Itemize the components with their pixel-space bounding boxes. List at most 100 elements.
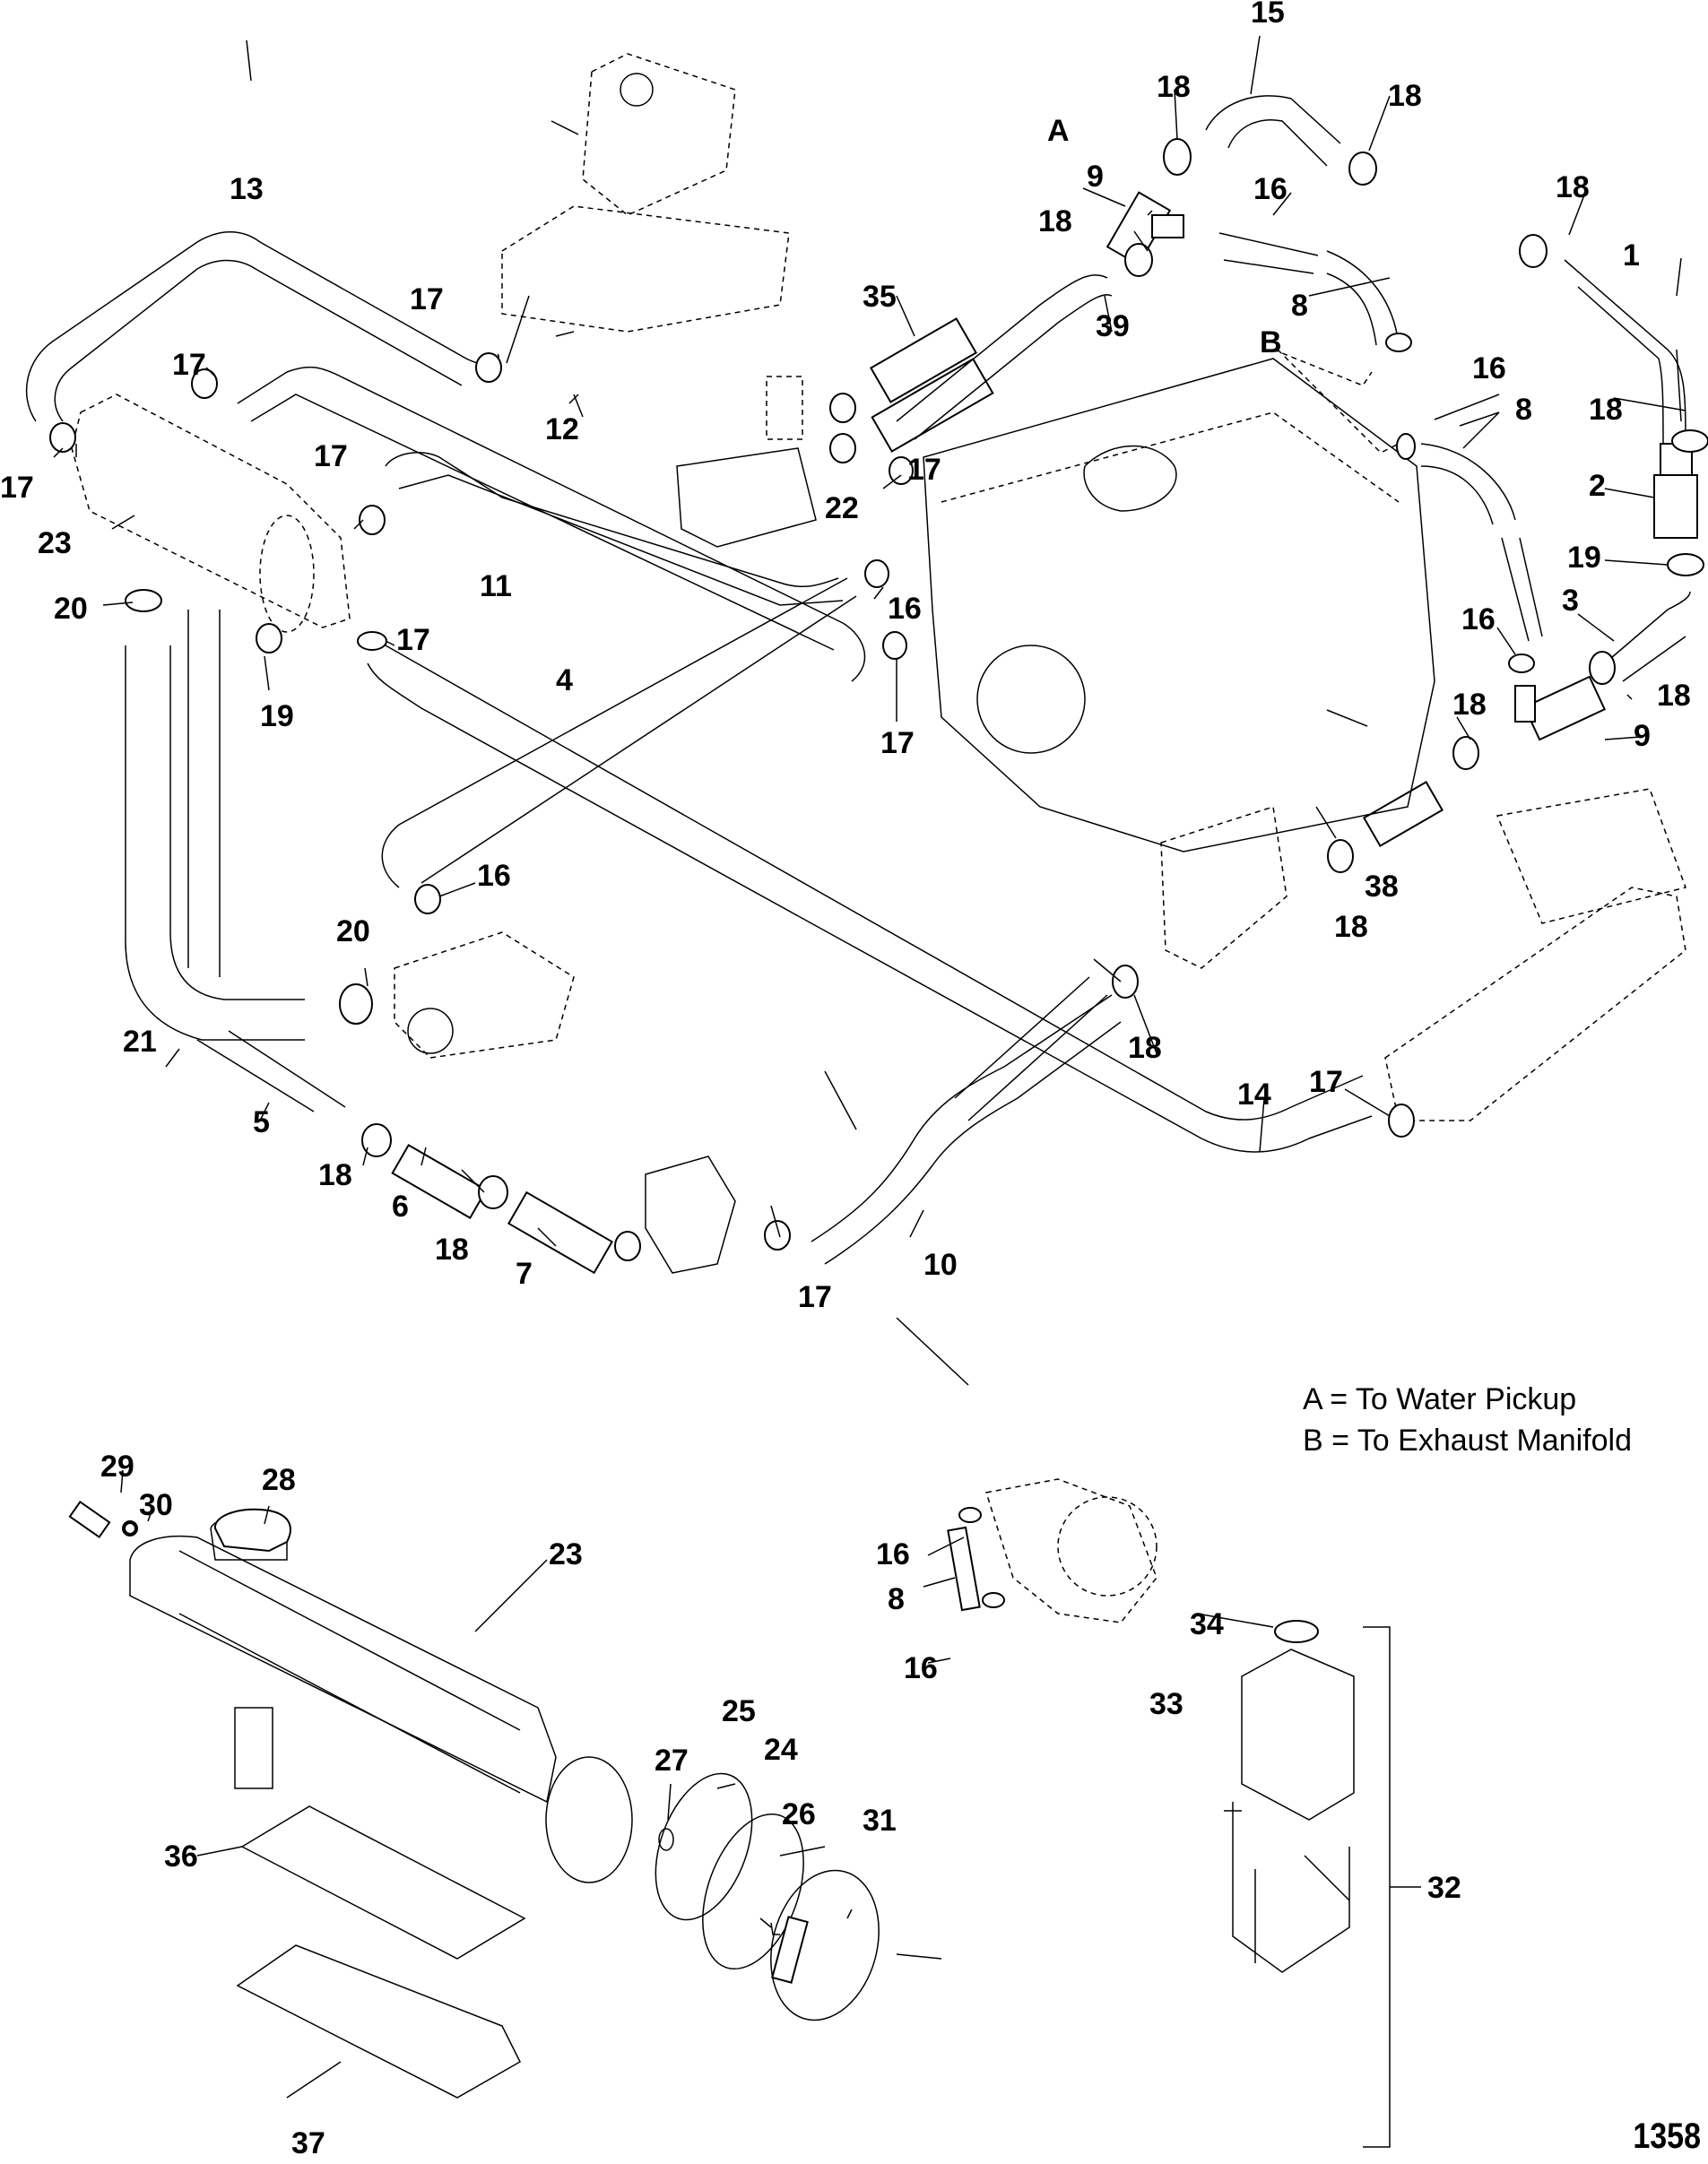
callout-18: 18 xyxy=(318,1158,352,1192)
callout-35: 35 xyxy=(863,280,897,314)
callout-16: 16 xyxy=(1461,602,1496,636)
callout-15: 15 xyxy=(1251,0,1285,30)
hose-21-inner xyxy=(169,645,305,1000)
callout-17: 17 xyxy=(172,348,206,382)
callout-18: 18 xyxy=(1038,204,1072,238)
hose-5 xyxy=(196,1030,346,1112)
clamp xyxy=(764,1220,791,1251)
exhaust-elbow-right xyxy=(1160,806,1288,969)
callout-8: 8 xyxy=(1291,289,1308,323)
callout-2: 2 xyxy=(1589,469,1606,503)
callout-31: 31 xyxy=(863,1804,897,1838)
coolant-reservoir-33 xyxy=(1241,1649,1355,1821)
callout-22: 22 xyxy=(825,491,859,525)
pulley-inset xyxy=(1057,1496,1157,1597)
hose-13 xyxy=(25,231,499,422)
hose-35 xyxy=(870,317,977,403)
fitting-2 xyxy=(1653,443,1698,539)
callout-20: 20 xyxy=(54,592,88,626)
callout-5: 5 xyxy=(253,1105,270,1139)
callout-8: 8 xyxy=(888,1582,905,1616)
callout-18: 18 xyxy=(1334,910,1368,944)
callout-16: 16 xyxy=(904,1651,938,1685)
clamp xyxy=(1112,965,1139,999)
callout-32: 32 xyxy=(1427,1871,1461,1905)
hose-8-lower xyxy=(947,1526,981,1612)
callout-8: 8 xyxy=(1515,393,1532,427)
mount-37 xyxy=(236,1944,521,2099)
hose-20-vertical xyxy=(187,610,221,977)
callout-18: 18 xyxy=(1157,70,1191,104)
clamp xyxy=(191,368,218,399)
clamp xyxy=(882,631,907,660)
callout-18: 18 xyxy=(1128,1031,1162,1065)
callout-34: 34 xyxy=(1190,1607,1224,1641)
end-plate-24 xyxy=(702,1813,804,1970)
hose-1 xyxy=(1564,259,1686,449)
callout-16: 16 xyxy=(876,1537,910,1571)
clamp xyxy=(1396,433,1416,460)
callout-14: 14 xyxy=(1237,1078,1271,1112)
hose-14 xyxy=(367,662,1373,1153)
callout-19: 19 xyxy=(1567,541,1601,575)
callout-30: 30 xyxy=(139,1488,173,1522)
callout-1: 1 xyxy=(1623,238,1640,273)
callout-19: 19 xyxy=(260,699,294,733)
callout-16: 16 xyxy=(1253,172,1288,206)
callout-17: 17 xyxy=(314,439,348,473)
clamp xyxy=(1327,839,1354,873)
callout-17: 17 xyxy=(907,453,941,487)
drain-plug-29 xyxy=(68,1500,111,1539)
clamp xyxy=(1519,234,1548,268)
clamp xyxy=(256,623,282,654)
callout-28: 28 xyxy=(262,1463,296,1497)
callout-18: 18 xyxy=(1388,79,1422,113)
water-pump-inset xyxy=(985,1478,1157,1623)
callout-17: 17 xyxy=(0,471,34,505)
clamp xyxy=(889,456,914,485)
hose-21 xyxy=(125,645,305,1041)
callout-38: 38 xyxy=(1365,870,1399,904)
callout-33: 33 xyxy=(1149,1687,1183,1721)
clamp xyxy=(982,1592,1005,1608)
hose-39 xyxy=(896,274,1113,440)
hose-35-lower xyxy=(871,358,994,453)
callout-23: 23 xyxy=(38,526,72,560)
clamp xyxy=(1388,1104,1415,1138)
hose-link xyxy=(954,976,1108,1121)
clamp xyxy=(1163,138,1192,176)
clamp xyxy=(49,422,76,453)
callout-26: 26 xyxy=(782,1797,816,1831)
reservoir-bracket xyxy=(1232,1802,1350,1973)
callout-17: 17 xyxy=(396,623,430,657)
hose-7 xyxy=(507,1190,613,1275)
clamp xyxy=(1508,654,1535,673)
clamp-31-screw xyxy=(771,1916,809,1984)
location-label-a: A xyxy=(1047,114,1070,148)
hose-6 xyxy=(391,1144,488,1219)
exhaust-manifold-right xyxy=(1384,788,1686,1121)
hose-8-upper xyxy=(1218,232,1400,346)
callout-21: 21 xyxy=(123,1025,157,1059)
exhaust-manifold-top xyxy=(501,53,790,333)
hose-12 xyxy=(237,366,866,682)
hose-10 xyxy=(811,994,1113,1242)
clamp xyxy=(829,433,856,463)
callout-11: 11 xyxy=(480,569,512,603)
clamp xyxy=(339,983,373,1025)
clamp xyxy=(1671,429,1708,453)
callout-9: 9 xyxy=(1087,160,1104,194)
hose-12-inner xyxy=(250,394,835,651)
hose-4 xyxy=(381,577,848,888)
callout-18: 18 xyxy=(1452,688,1487,722)
hose-15 xyxy=(1205,95,1341,167)
clamp xyxy=(361,1123,392,1157)
callout-37: 37 xyxy=(291,2126,325,2160)
callout-24: 24 xyxy=(764,1733,798,1767)
clamp xyxy=(1667,553,1704,576)
clamp xyxy=(1452,736,1479,770)
clamp xyxy=(125,589,162,612)
callout-6: 6 xyxy=(392,1190,409,1224)
gasket-25 xyxy=(655,1772,753,1921)
